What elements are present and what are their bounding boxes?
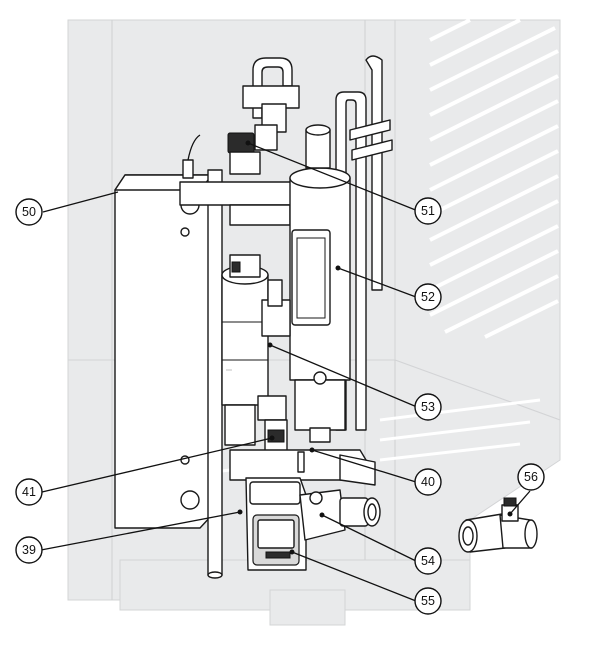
callout-50: 50 [15, 198, 43, 226]
callout-55: 55 [414, 587, 442, 615]
callout-40: 40 [414, 468, 442, 496]
fill-valve [299, 489, 381, 541]
pump-plate-text: ⋯ [226, 368, 232, 374]
callout-52: 52 [414, 283, 442, 311]
callout-54-label: 54 [421, 554, 435, 568]
grille-hatching [429, 18, 559, 339]
loose-service-valve [458, 497, 538, 553]
callout-53: 53 [414, 393, 442, 421]
diverter-valve [227, 124, 278, 175]
callout-52-label: 52 [421, 290, 435, 304]
callout-55-label: 55 [421, 594, 435, 608]
callout-39-label: 39 [22, 543, 36, 557]
lower-fittings [224, 395, 376, 486]
callout-56-label: 56 [524, 470, 538, 484]
callout-54: 54 [414, 547, 442, 575]
callout-51: 51 [414, 197, 442, 225]
callout-41-label: 41 [22, 485, 36, 499]
callout-40-label: 40 [421, 475, 435, 489]
callout-50-label: 50 [22, 205, 36, 219]
circulation-pump: ⋯ [221, 254, 291, 406]
callout-39: 39 [15, 536, 43, 564]
callout-51-label: 51 [421, 204, 435, 218]
callout-56: 56 [517, 463, 545, 491]
flow-meter [245, 477, 307, 571]
leader-lines [40, 140, 531, 602]
callout-41: 41 [15, 478, 43, 506]
callout-53-label: 53 [421, 400, 435, 414]
separator-vessel [289, 124, 351, 443]
